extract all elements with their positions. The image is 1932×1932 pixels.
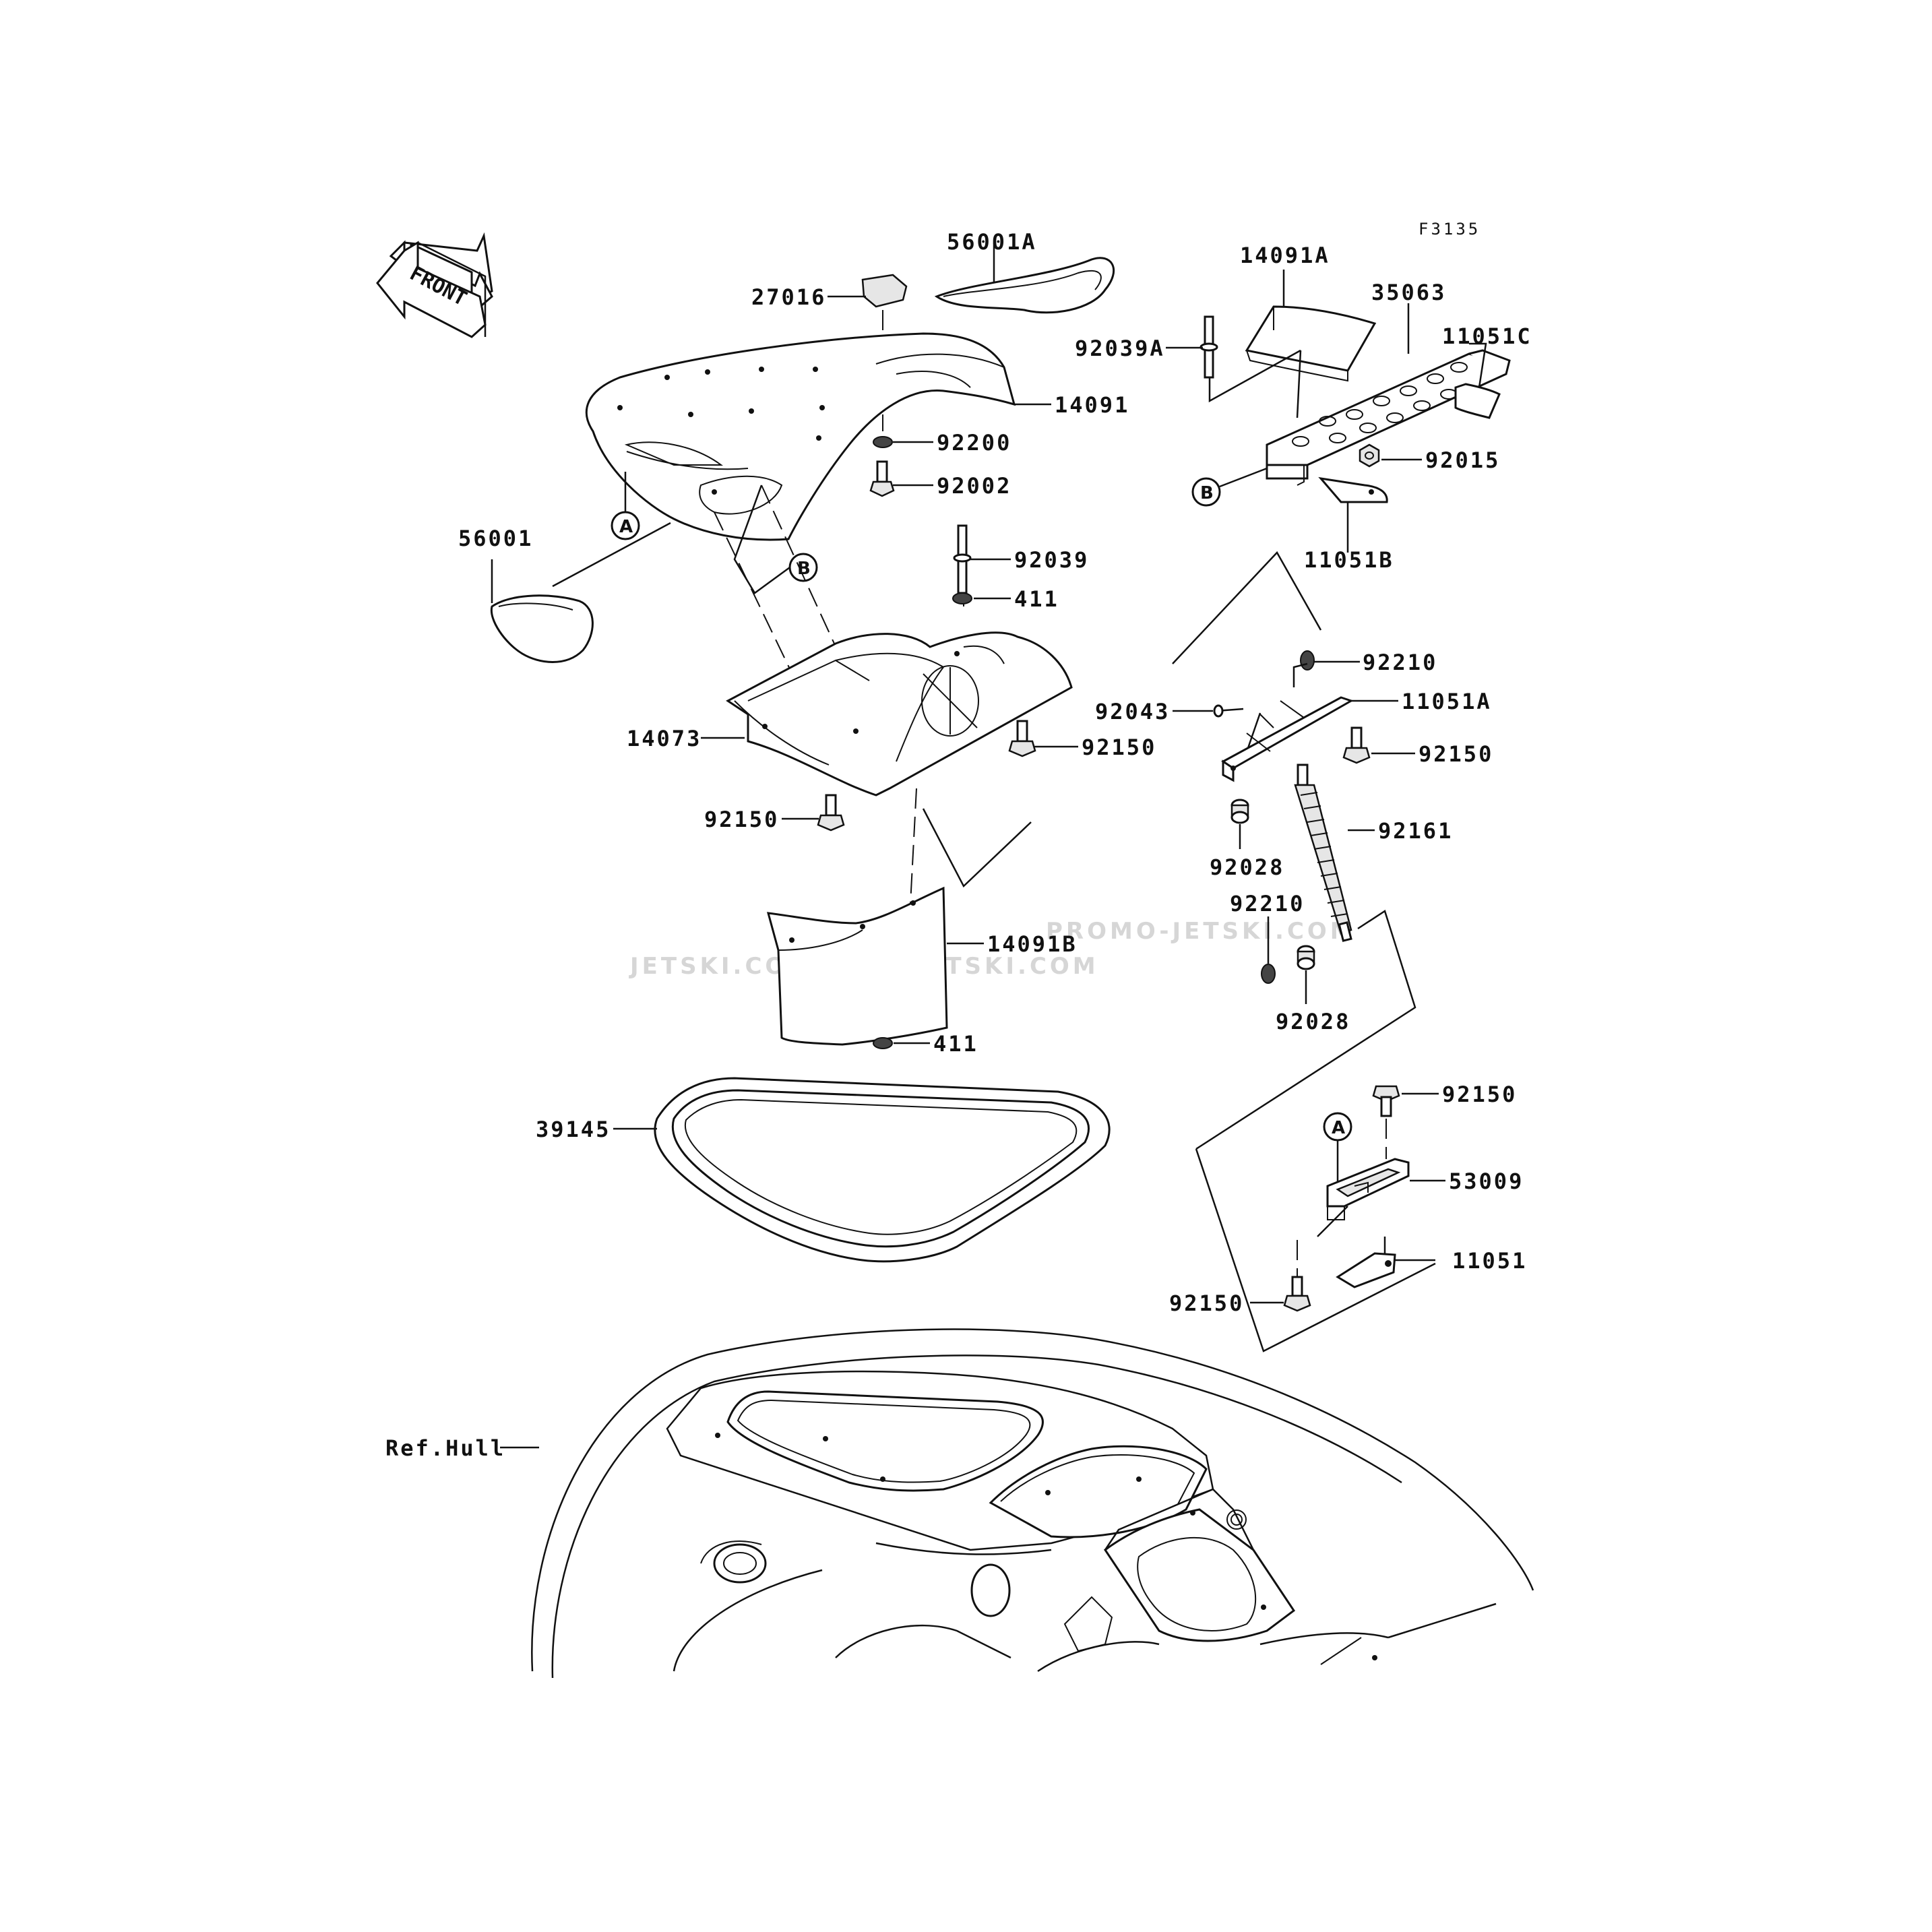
tag-B-right: B	[1191, 467, 1268, 507]
part-92150-center: 92150	[1008, 720, 1156, 760]
label-92150-center: 92150	[1082, 735, 1156, 760]
label-35063: 35063	[1371, 280, 1446, 305]
watermark-3: PROMO-JETSKI.COM	[1046, 918, 1357, 945]
label-92210-bottom: 92210	[1230, 891, 1305, 916]
label-92200: 92200	[937, 430, 1011, 456]
part-92150-right: 92150	[1342, 726, 1493, 767]
tag-A-left: A	[611, 472, 640, 540]
figure-code: F3135	[1419, 220, 1481, 239]
label-92161: 92161	[1378, 818, 1453, 844]
label-411-top: 411	[1014, 586, 1059, 612]
part-92015: 92015	[1359, 443, 1500, 473]
part-92210-bottom: 92210	[1230, 891, 1305, 984]
label-92150-left: 92150	[704, 807, 779, 832]
svg-text:A: A	[1332, 1118, 1345, 1138]
part-92161: 92161	[1294, 764, 1453, 942]
part-11051: 11051	[1336, 1237, 1527, 1288]
label-11051A: 11051A	[1402, 689, 1492, 714]
part-92150-latch-bottom: 92150	[1169, 1240, 1311, 1316]
part-14073: 14073	[627, 631, 1073, 797]
part-92043: 92043	[1095, 699, 1244, 724]
part-11051C: 11051C	[1442, 323, 1532, 419]
label-92039A: 92039A	[1075, 336, 1165, 361]
label-92150-right: 92150	[1419, 741, 1493, 767]
part-92150-latch-top: 92150	[1372, 1082, 1517, 1159]
label-92039: 92039	[1014, 547, 1089, 573]
front-arrow-icon: FRONT	[376, 232, 493, 338]
part-11051B: 11051B	[1304, 476, 1394, 573]
label-11051: 11051	[1452, 1248, 1527, 1274]
label-39145: 39145	[536, 1117, 611, 1142]
label-14091: 14091	[1055, 392, 1129, 418]
part-92210-top: 92210	[1300, 650, 1437, 675]
part-27016: 27016	[751, 274, 908, 411]
part-92150-left: 92150	[704, 794, 845, 832]
label-ref-hull: Ref.Hull	[385, 1435, 505, 1461]
tag-A-right: A	[1323, 1112, 1352, 1186]
part-92039A: 92039A	[1075, 315, 1218, 379]
label-11051C: 11051C	[1442, 323, 1532, 349]
part-11051A: 11051A	[1221, 662, 1492, 782]
part-92028-top: 92028	[1210, 799, 1284, 880]
part-14091: 14091	[585, 332, 1129, 541]
label-56001A: 56001A	[947, 229, 1037, 255]
part-411-top: 411	[952, 586, 1059, 612]
ref-hull: Ref.Hull	[385, 1328, 1534, 1679]
part-92002: 92002	[869, 460, 1011, 499]
part-14091B: 14091B	[766, 886, 1078, 1046]
label-92028-bottom: 92028	[1276, 1009, 1350, 1034]
part-92039: 92039	[953, 524, 1089, 594]
label-56001: 56001	[458, 526, 533, 551]
part-56001A: 56001A	[934, 229, 1115, 314]
svg-text:A: A	[619, 517, 633, 537]
part-92028-bottom: 92028	[1276, 945, 1350, 1034]
label-53009: 53009	[1449, 1168, 1524, 1194]
part-53009: 53009	[1326, 1158, 1524, 1220]
label-92150-latch-top: 92150	[1442, 1082, 1517, 1107]
label-92028-top: 92028	[1210, 854, 1284, 880]
label-92002: 92002	[937, 473, 1011, 499]
part-14091A: 14091A	[1208, 243, 1377, 418]
label-411-bottom: 411	[933, 1031, 978, 1057]
label-92210-top: 92210	[1363, 650, 1437, 675]
label-92150-latch-bottom: 92150	[1169, 1290, 1244, 1316]
label-14091B: 14091B	[987, 931, 1078, 957]
part-39145: 39145	[536, 1077, 1111, 1263]
label-92043: 92043	[1095, 699, 1170, 724]
label-92015: 92015	[1425, 447, 1500, 473]
label-27016: 27016	[751, 284, 826, 310]
svg-text:B: B	[797, 559, 811, 579]
part-411-bottom: 411	[873, 1031, 978, 1057]
label-14073: 14073	[627, 726, 702, 751]
part-56001: 56001	[458, 522, 671, 663]
part-35063: 35063	[1266, 280, 1511, 486]
part-92200: 92200	[873, 430, 1011, 456]
svg-text:B: B	[1200, 483, 1214, 503]
label-11051B: 11051B	[1304, 547, 1394, 573]
label-14091A: 14091A	[1240, 243, 1330, 268]
